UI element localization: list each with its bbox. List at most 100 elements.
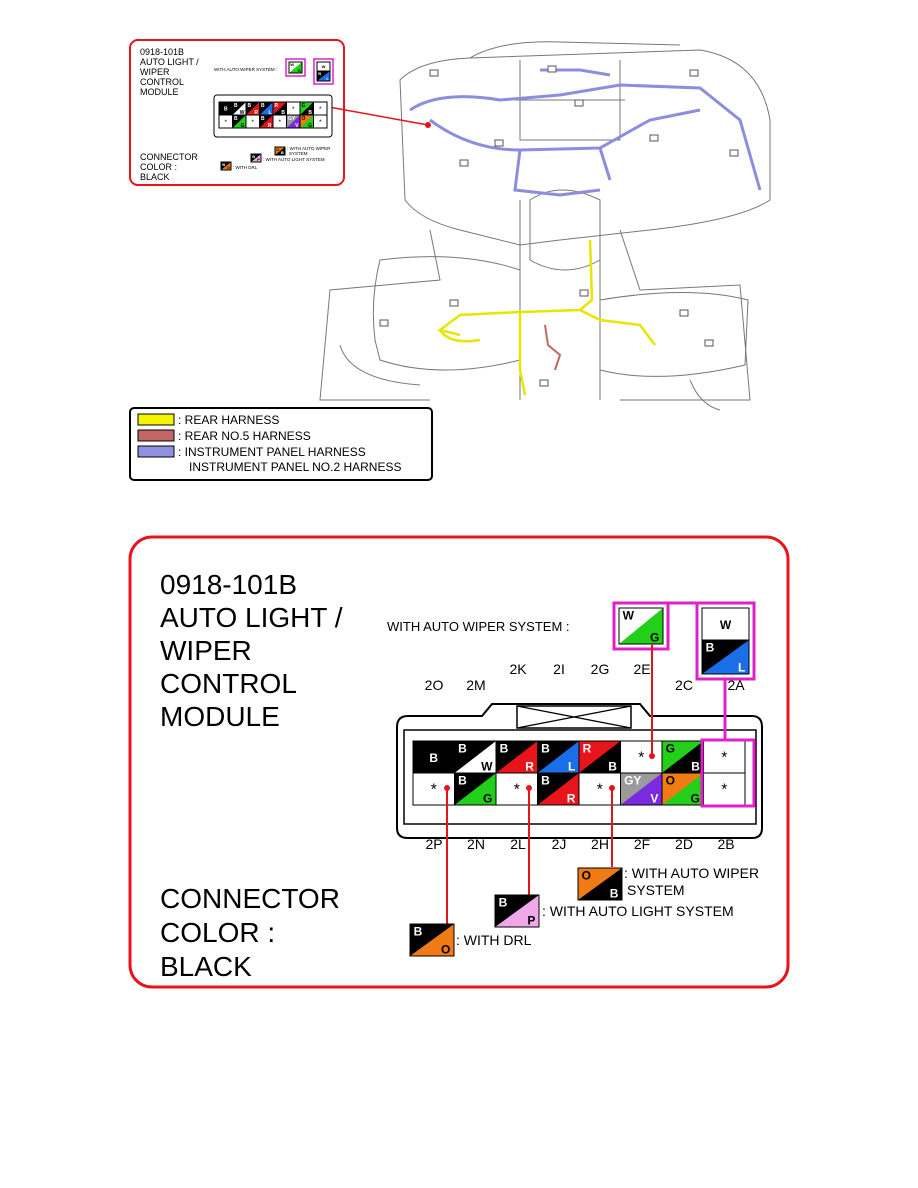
pin-label-2l: 2L (510, 836, 526, 852)
wire-color-letter: B (224, 107, 228, 113)
legend-swatch (137, 429, 175, 442)
wire-color-letter-stripe: R (254, 110, 258, 116)
swatch-w: W (701, 607, 750, 641)
wire-color-letter: W (720, 618, 732, 632)
thumb-swatch-o-b: OB (274, 146, 286, 156)
wire-color-letter-stripe: W (481, 760, 493, 774)
thumb-pin-2p: * (218, 114, 233, 129)
wire-color-letter-stripe: B (281, 110, 285, 116)
harness-legend: : REAR HARNESS : REAR NO.5 HARNESS : INSTR… (129, 407, 433, 481)
wire-color-letter-stripe: B (308, 110, 312, 116)
thumb-pin-2o: B (218, 101, 233, 116)
wire-color-letter-base: B (222, 162, 225, 167)
thumb-swatch-w: W (316, 61, 331, 72)
legend-frame (129, 407, 433, 481)
swatch-o-b: OB (577, 867, 623, 901)
thumb-pin-2f: GYV (286, 114, 301, 129)
thumb-title-line: MODULE (140, 87, 179, 97)
wire-color-letter-stripe: R (525, 760, 534, 774)
rear-harness (437, 239, 656, 396)
wire-color-letter-base: B (458, 773, 467, 787)
thumb-swatch-b-l: BL (316, 70, 331, 82)
asterisk-mark: * (597, 781, 603, 798)
pin-2b: * (703, 772, 746, 806)
wire-color-letter: W (322, 64, 326, 69)
pin-label-2g: 2G (591, 661, 610, 677)
pin-label-2k: 2K (509, 661, 527, 677)
asterisk-mark: * (721, 749, 727, 766)
pin-2c: GB (661, 740, 704, 774)
thumb-title-line: 0918-101B (140, 47, 184, 57)
legend-label: : REAR HARNESS (178, 413, 279, 427)
asterisk-mark: * (721, 781, 727, 798)
legend-swatch (137, 445, 175, 458)
title-line: 0918-101B (160, 569, 297, 600)
pin-2j: BR (537, 772, 580, 806)
wire-color-letter-stripe: B (691, 760, 700, 774)
pin-2m: BW (454, 740, 497, 774)
thumb-auto-wiper-line2: SYSTEM (289, 151, 308, 156)
connector-latch-cross-b (516, 705, 632, 729)
wire-color-letter-stripe: L (568, 760, 575, 774)
legend-label-2: INSTRUMENT PANEL NO.2 HARNESS (189, 460, 401, 474)
pin-label-2c: 2C (675, 677, 693, 693)
thumb-swatch-b-p: BP (250, 153, 262, 163)
wire-color-letter-base: R (275, 103, 279, 109)
asterisk-mark: * (278, 119, 281, 126)
pin-label-2j: 2J (552, 836, 567, 852)
wire-color-letter-base: GY (288, 116, 296, 122)
thumb-color-line: BLACK (140, 172, 170, 182)
wire-color-letter-stripe: G (308, 123, 312, 129)
wire-color-letter-stripe: B (610, 887, 619, 901)
pin-2d: OG (661, 772, 704, 806)
thumb-pin-2e: * (286, 101, 301, 116)
auto-wiper-highlight (612, 601, 756, 808)
thumb-auto-light-note: : WITH AUTO LIGHT SYSTEM (263, 157, 325, 162)
wire-color-letter-base: B (458, 741, 467, 755)
thumb-color-line: CONNECTOR (140, 152, 198, 162)
swatch-w-g: WG (618, 607, 664, 645)
rear-no5-harness (544, 324, 562, 371)
wire-color-letter-stripe: L (738, 661, 745, 675)
color-line: BLACK (160, 951, 252, 982)
wire-color-letter-base: B (234, 103, 238, 109)
wire-color-letter-base: B (541, 741, 550, 755)
wire-color-letter-stripe: P (527, 914, 535, 928)
asterisk-mark: * (292, 106, 295, 113)
asterisk-mark: * (319, 106, 322, 113)
swatch-b-o: BO (409, 923, 455, 957)
wire-color-letter-stripe: V (650, 792, 658, 806)
auto-wiper-note-top: WITH AUTO WIPER SYSTEM : (387, 619, 570, 634)
thumb-drl-note: : WITH DRL (233, 165, 258, 170)
thumb-title-line: CONTROL (140, 77, 184, 87)
wire-color-letter-base: W (290, 62, 294, 67)
legend-label: : REAR NO.5 HARNESS (178, 429, 311, 443)
thumb-pin-2l: * (245, 114, 260, 129)
wire-color-letter-base: O (302, 116, 306, 122)
wire-color-letter-stripe: B (608, 760, 617, 774)
thumb-title-line: WIPER (140, 67, 170, 77)
pin-label-2b: 2B (717, 836, 734, 852)
color-line: CONNECTOR (160, 883, 340, 914)
legend-label: : INSTRUMENT PANEL HARNESS (178, 445, 366, 459)
pin-2k: BR (495, 740, 538, 774)
highlight-box-2a-2b (700, 738, 756, 808)
wire-color-letter-base: O (276, 147, 279, 152)
wire-color-letter-base: B (541, 773, 550, 787)
wire-color-letter-base: B (500, 741, 509, 755)
pin-2e: * (620, 740, 663, 774)
auto-light-note: : WITH AUTO LIGHT SYSTEM (542, 903, 734, 919)
auto-wiper-note-line2: SYSTEM (627, 882, 685, 898)
wire-color-letter-stripe: G (241, 123, 245, 129)
auto-wiper-note-line1: : WITH AUTO WIPER (624, 865, 759, 881)
asterisk-mark: * (431, 781, 437, 798)
asterisk-mark: * (319, 119, 322, 126)
pin-label-2a: 2A (727, 677, 745, 693)
pin-label-2f: 2F (634, 836, 650, 852)
asterisk-mark: * (251, 119, 254, 126)
legend-swatch (137, 413, 175, 426)
